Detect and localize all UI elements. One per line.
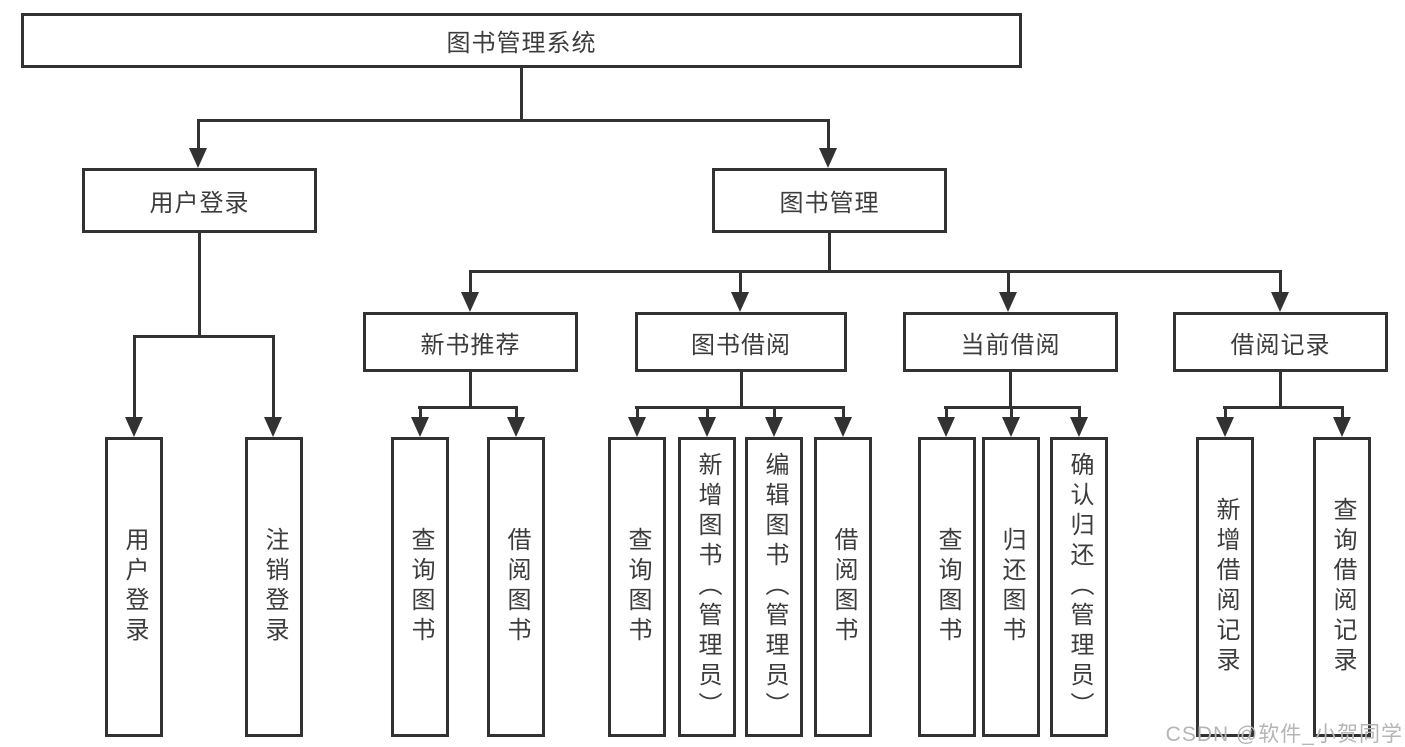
leaf-label: 注销登录 [261, 527, 288, 647]
connector-hline [469, 270, 1282, 273]
arrowhead-down-icon [834, 417, 852, 437]
connector-vline [1010, 406, 1013, 421]
arrowhead-down-icon [937, 417, 955, 437]
arrowhead-down-icon [765, 417, 783, 437]
node-label: 图书管理 [779, 190, 880, 217]
connector-hline [1223, 406, 1344, 409]
connector-vline [1279, 270, 1282, 296]
connector-hline [418, 406, 518, 409]
leaf-label: 编辑图书（管理员） [761, 452, 788, 722]
connector-vline [1279, 372, 1282, 407]
connector-vline [739, 270, 742, 296]
connector-vline [419, 406, 422, 421]
connector-hline [197, 119, 830, 122]
arrowhead-down-icon [507, 417, 525, 437]
arrowhead-down-icon [731, 292, 749, 312]
connector-vline [1341, 406, 1344, 421]
node-library-management-system: 图书管理系统 [21, 13, 1022, 68]
leaf-label: 查询图书 [407, 527, 434, 647]
arrowhead-down-icon [698, 417, 716, 437]
node-book-borrow: 图书借阅 [635, 312, 847, 372]
arrowhead-down-icon [1333, 417, 1351, 437]
connector-vline [706, 406, 709, 421]
connector-vline [520, 68, 523, 120]
connector-vline [469, 372, 472, 407]
leaf-logout: 注销登录 [245, 437, 303, 737]
arrowhead-down-icon [628, 417, 646, 437]
leaf-borrow-books: 借阅图书 [814, 437, 872, 737]
connector-vline [469, 270, 472, 296]
connector-vline [636, 406, 639, 421]
connector-vline [197, 119, 200, 150]
connector-vline [272, 335, 275, 419]
arrowhead-down-icon [264, 417, 282, 437]
leaf-label: 新增借阅记录 [1212, 497, 1239, 677]
leaf-borrow-books-recommend: 借阅图书 [487, 437, 545, 737]
leaf-query-borrow-record: 查询借阅记录 [1313, 437, 1371, 737]
arrowhead-down-icon [1216, 417, 1234, 437]
leaf-add-borrow-record: 新增借阅记录 [1196, 437, 1254, 737]
arrowhead-down-icon [125, 417, 143, 437]
leaf-query-books-recommend: 查询图书 [391, 437, 449, 737]
node-current-borrow: 当前借阅 [903, 312, 1118, 372]
leaf-label: 查询图书 [934, 527, 961, 647]
leaf-label: 查询借阅记录 [1329, 497, 1356, 677]
watermark: CSDN @软件_小贺同学 [1165, 723, 1403, 746]
connector-vline [198, 233, 201, 337]
leaf-user-login: 用户登录 [105, 437, 163, 737]
leaf-label: 用户登录 [121, 527, 148, 647]
node-new-book-recommend: 新书推荐 [363, 312, 578, 372]
arrowhead-down-icon [1070, 417, 1088, 437]
leaf-label: 借阅图书 [830, 527, 857, 647]
node-book-management: 图书管理 [712, 168, 947, 233]
node-label: 图书借阅 [691, 331, 791, 359]
node-label: 图书管理系统 [446, 30, 597, 57]
node-label: 当前借阅 [960, 331, 1061, 359]
connector-vline [828, 233, 831, 272]
leaf-label: 借阅图书 [503, 527, 530, 647]
leaf-add-book-admin: 新增图书（管理员） [678, 437, 736, 737]
connector-vline [827, 119, 830, 150]
connector-vline [515, 406, 518, 421]
node-label: 新书推荐 [420, 331, 521, 359]
arrowhead-down-icon [461, 292, 479, 312]
arrowhead-down-icon [819, 148, 837, 168]
arrowhead-down-icon [189, 148, 207, 168]
leaf-label: 确认归还（管理员） [1066, 452, 1093, 722]
leaf-confirm-return-admin: 确认归还（管理员） [1050, 437, 1108, 737]
connector-vline [945, 406, 948, 421]
connector-vline [740, 372, 743, 407]
leaf-return-book: 归还图书 [982, 437, 1040, 737]
connector-vline [842, 406, 845, 421]
arrowhead-down-icon [999, 292, 1017, 312]
leaf-label: 新增图书（管理员） [694, 452, 721, 722]
leaf-label: 归还图书 [998, 527, 1025, 647]
connector-vline [1009, 372, 1012, 407]
arrowhead-down-icon [1271, 292, 1289, 312]
connector-vline [773, 406, 776, 421]
leaf-query-books-borrow: 查询图书 [608, 437, 666, 737]
connector-vline [133, 335, 136, 419]
arrowhead-down-icon [411, 417, 429, 437]
node-label: 用户登录 [149, 190, 250, 217]
leaf-label: 查询图书 [624, 527, 651, 647]
node-borrow-records: 借阅记录 [1173, 312, 1388, 372]
connector-vline [1224, 406, 1227, 421]
leaf-edit-book-admin: 编辑图书（管理员） [745, 437, 803, 737]
connector-hline [133, 335, 275, 338]
connector-vline [1007, 270, 1010, 296]
leaf-query-books-current: 查询图书 [918, 437, 976, 737]
arrowhead-down-icon [1002, 417, 1020, 437]
connector-hline [635, 406, 845, 409]
node-label: 借阅记录 [1230, 331, 1331, 359]
connector-vline [1078, 406, 1081, 421]
node-user-login: 用户登录 [82, 168, 317, 233]
